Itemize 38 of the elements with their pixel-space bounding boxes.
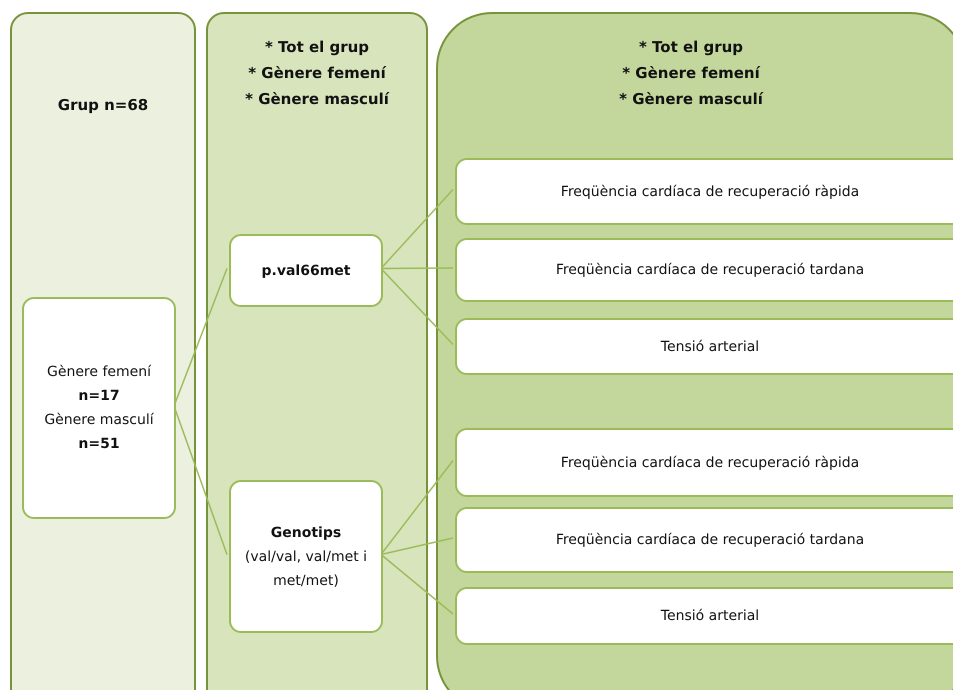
process-box: [229, 480, 383, 633]
node-text: * Gènere femení: [248, 63, 386, 84]
node-text: * Tot el grup: [638, 37, 744, 58]
node-text: Freqüència cardíaca de recuperació ràpida: [560, 182, 860, 202]
node-text: * Gènere masculí: [245, 89, 389, 110]
process-box: [229, 234, 383, 307]
node-text: Tensió arterial: [660, 607, 760, 626]
process-box: [455, 428, 953, 497]
group-panel: [436, 12, 953, 690]
node-text: * Gènere masculí: [619, 89, 763, 110]
node-text: * Gènere femení: [622, 63, 760, 84]
node-text: Gènere femení: [46, 363, 152, 382]
node-text: Grup n=68: [58, 95, 148, 116]
node-text: Gènere masculí: [43, 411, 155, 430]
process-box: [455, 318, 953, 375]
node-text: Freqüència cardíaca de recuperació tardana: [554, 531, 866, 550]
node-text: Genotips: [270, 524, 342, 542]
node-text: n=51: [77, 435, 121, 454]
node-text: p.val66met: [260, 262, 352, 280]
connector-line: [380, 268, 454, 346]
connector-line: [380, 537, 454, 556]
node-text: Freqüència cardíaca de recuperació tardana: [554, 261, 866, 280]
node-text: Freqüència cardíaca de recuperació ràpida: [560, 454, 860, 472]
connector-line: [380, 189, 454, 269]
group-panel: [206, 12, 428, 690]
connector-line: [380, 554, 454, 615]
connector-line: [380, 460, 454, 555]
process-box: [22, 297, 176, 519]
process-box: [455, 158, 953, 225]
group-panel: [10, 12, 196, 690]
node-text: * Tot el grup: [264, 37, 370, 58]
connector-line: [381, 267, 453, 270]
node-text: (val/val, val/met i met/met): [244, 548, 368, 590]
node-text: n=17: [77, 387, 121, 406]
process-box: [455, 238, 953, 302]
node-text: Tensió arterial: [660, 338, 760, 356]
process-box: [455, 587, 953, 645]
process-box: [455, 507, 953, 573]
